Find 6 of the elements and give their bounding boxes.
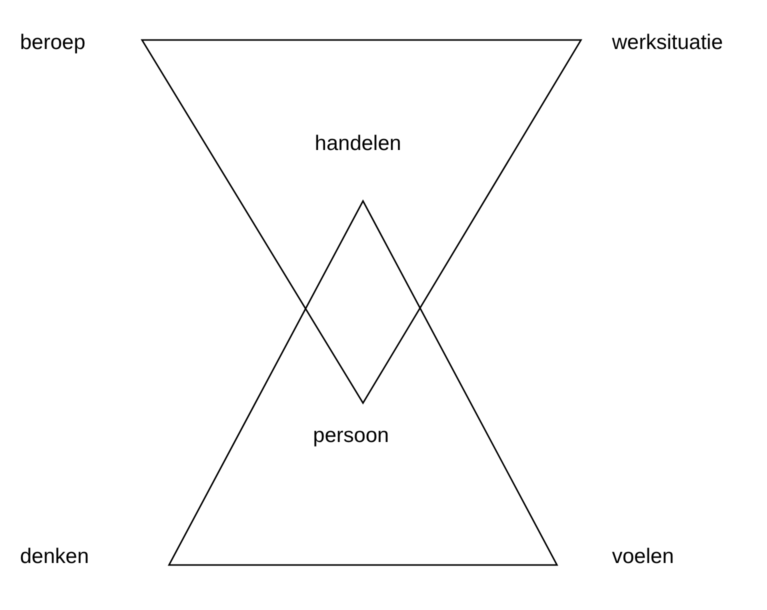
triangle-label: persoon	[313, 424, 389, 448]
corner-label: denken	[20, 545, 89, 569]
triangle-label: handelen	[314, 132, 402, 156]
corner-label: beroep	[20, 31, 86, 55]
corner-label: werksituatie	[612, 31, 723, 55]
corner-label: voelen	[612, 545, 674, 569]
